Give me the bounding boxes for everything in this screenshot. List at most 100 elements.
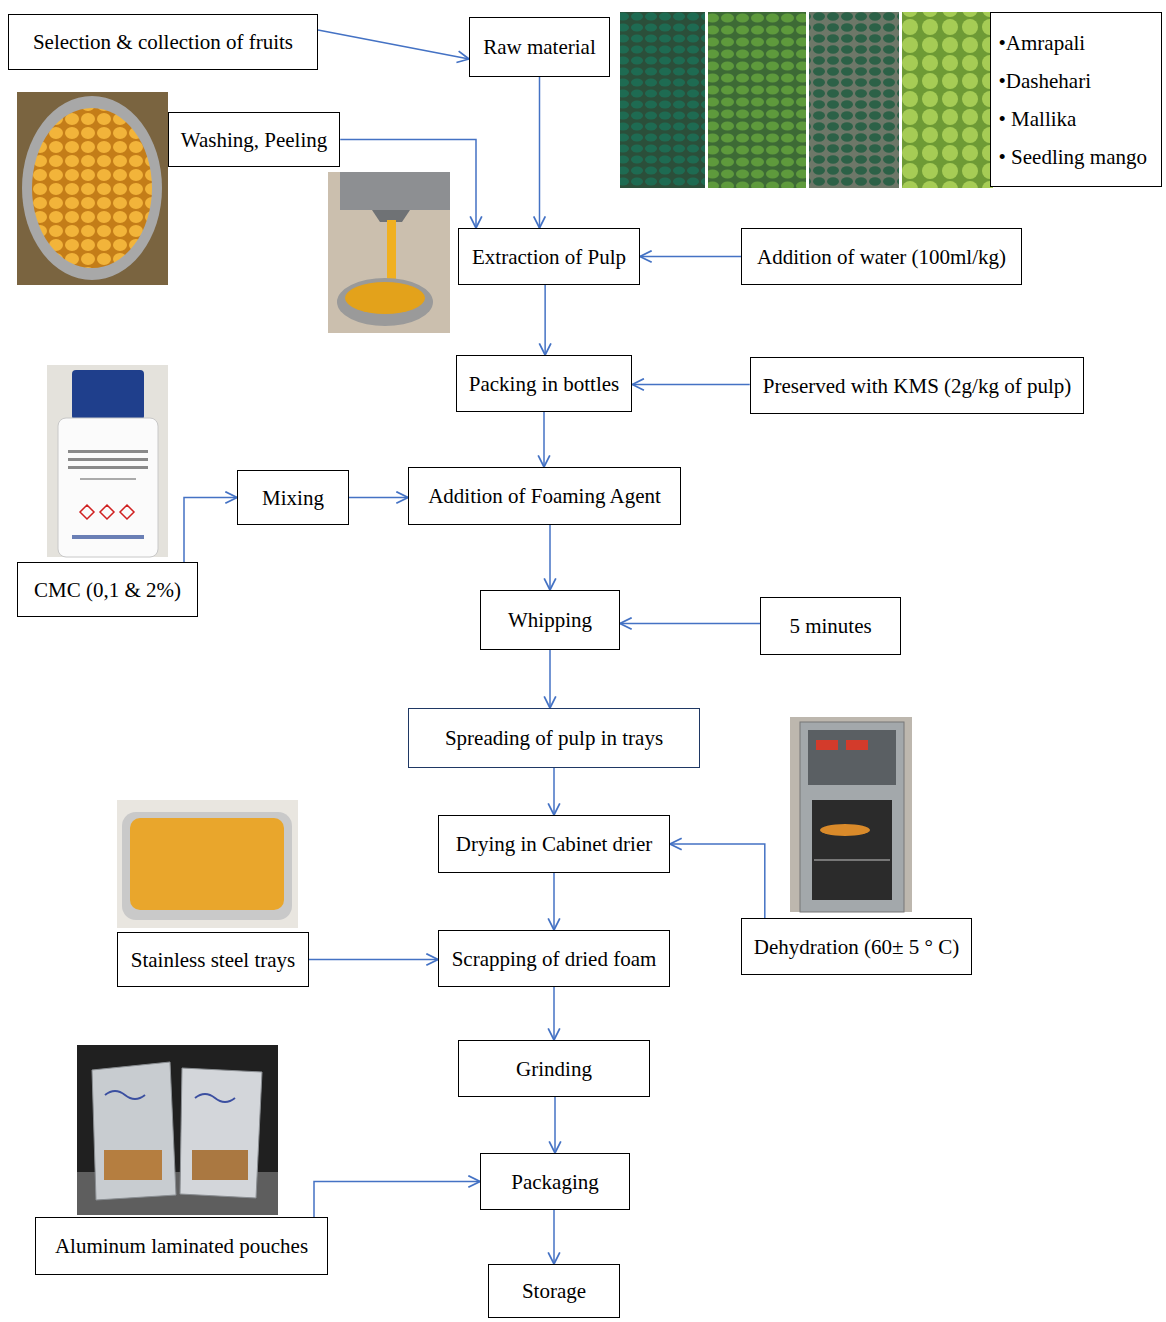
- box-label: Dehydration (60± 5 ° C): [754, 934, 959, 960]
- drying-tray: [820, 824, 870, 836]
- process-box: Grinding: [458, 1040, 650, 1097]
- process-box: Mixing: [237, 470, 349, 525]
- process-box: Washing, Peeling: [168, 112, 340, 167]
- process-box: Selection & collection of fruits: [8, 14, 318, 70]
- flow-arrow: [549, 650, 551, 708]
- label-line: [80, 478, 136, 480]
- flow-arrow: [544, 285, 546, 355]
- box-label: Whipping: [508, 607, 592, 633]
- aluminum-pouch: [92, 1062, 176, 1200]
- process-box: Scrapping of dried foam: [438, 930, 670, 987]
- cabinet-drier: [800, 722, 904, 912]
- variety-list: •Amrapali•Dashehari• Mallika• Seedling m…: [990, 12, 1163, 187]
- box-label: Addition of Foaming Agent: [428, 483, 661, 509]
- process-box: Addition of water (100ml/kg): [741, 228, 1022, 285]
- process-box: Addition of Foaming Agent: [408, 467, 681, 525]
- flow-arrow: [640, 256, 741, 258]
- mango-photo: [708, 12, 806, 188]
- bottle-cap: [72, 370, 144, 420]
- process-box: Raw material: [469, 17, 610, 77]
- process-box: Aluminum laminated pouches: [35, 1217, 328, 1275]
- mango-pulp: [345, 282, 425, 314]
- steel-bowl: [22, 96, 162, 280]
- powder: [104, 1150, 162, 1180]
- flow-arrow: [553, 1210, 555, 1264]
- box-label: Raw material: [483, 34, 596, 60]
- process-box: Dehydration (60± 5 ° C): [741, 918, 972, 975]
- box-label: Spreading of pulp in trays: [445, 725, 663, 751]
- powder: [192, 1150, 248, 1180]
- box-label: Packaging: [511, 1169, 598, 1195]
- box-label: Addition of water (100ml/kg): [757, 244, 1006, 270]
- mango-photo: [620, 12, 705, 188]
- flow-arrow: [539, 77, 541, 228]
- flow-arrow: [314, 1182, 480, 1218]
- flow-arrow: [340, 140, 476, 229]
- shelf: [814, 859, 890, 861]
- flow-arrow: [309, 959, 438, 961]
- bottle-body: [58, 418, 158, 557]
- display: [816, 740, 838, 750]
- photo-ground: [47, 365, 168, 557]
- process-box: Preserved with KMS (2g/kg of pulp): [750, 357, 1085, 414]
- flow-arrow: [620, 623, 760, 625]
- label-line: [68, 466, 148, 469]
- box-label: 5 minutes: [789, 613, 871, 639]
- process-box: Whipping: [480, 590, 620, 650]
- steel-bowl: [337, 278, 433, 326]
- process-box: Storage: [488, 1264, 620, 1318]
- list-item: •Dashehari: [999, 62, 1091, 100]
- pulp-stream: [387, 220, 396, 286]
- list-item: • Mallika: [999, 100, 1077, 138]
- box-label: Extraction of Pulp: [472, 244, 626, 270]
- peeled-fruits: [32, 108, 152, 268]
- aluminum-pouch: [180, 1068, 262, 1198]
- label-line: [72, 535, 144, 539]
- label-line: [68, 450, 148, 453]
- label-line: [68, 458, 148, 461]
- flow-arrow: [670, 844, 765, 918]
- flow-arrow: [184, 498, 237, 563]
- flow-arrow: [553, 768, 555, 815]
- photo-ground: [790, 717, 912, 912]
- hazard-symbols: [80, 505, 134, 519]
- process-box: Extraction of Pulp: [458, 228, 640, 285]
- flow-arrow: [554, 1097, 556, 1153]
- photo-ground: [328, 172, 450, 333]
- process-box: Stainless steel trays: [117, 932, 309, 987]
- box-label: Scrapping of dried foam: [452, 946, 657, 972]
- box-label: Aluminum laminated pouches: [55, 1233, 308, 1259]
- flow-arrow: [553, 987, 555, 1040]
- box-label: Washing, Peeling: [181, 127, 327, 153]
- display: [846, 740, 868, 750]
- control-panel: [808, 730, 896, 785]
- box-label: Drying in Cabinet drier: [456, 831, 653, 857]
- process-box: Spreading of pulp in trays: [408, 708, 700, 768]
- box-label: Selection & collection of fruits: [33, 29, 293, 55]
- pulper-machine: [340, 172, 450, 210]
- box-label: Stainless steel trays: [131, 947, 295, 973]
- dried-foam: [130, 818, 284, 910]
- box-label: Storage: [522, 1278, 586, 1304]
- handwriting-mark: [105, 1091, 235, 1102]
- process-box: Packaging: [480, 1153, 630, 1210]
- list-item: • Seedling mango: [999, 138, 1148, 176]
- box-label: CMC (0,1 & 2%): [34, 577, 181, 603]
- flow-arrow: [318, 30, 469, 59]
- list-item: •Amrapali: [999, 24, 1086, 62]
- flow-arrow: [632, 384, 749, 386]
- flow-arrow: [553, 873, 555, 930]
- photo-ground: [117, 800, 298, 928]
- process-box: CMC (0,1 & 2%): [17, 562, 198, 617]
- flow-arrow: [543, 412, 545, 467]
- flow-arrow: [349, 497, 408, 499]
- process-box: Drying in Cabinet drier: [438, 815, 670, 873]
- process-box: Packing in bottles: [456, 355, 633, 412]
- mango-photo: [902, 12, 993, 188]
- photo-ground: [77, 1045, 278, 1215]
- box-label: Packing in bottles: [469, 371, 620, 397]
- process-box: 5 minutes: [760, 597, 901, 655]
